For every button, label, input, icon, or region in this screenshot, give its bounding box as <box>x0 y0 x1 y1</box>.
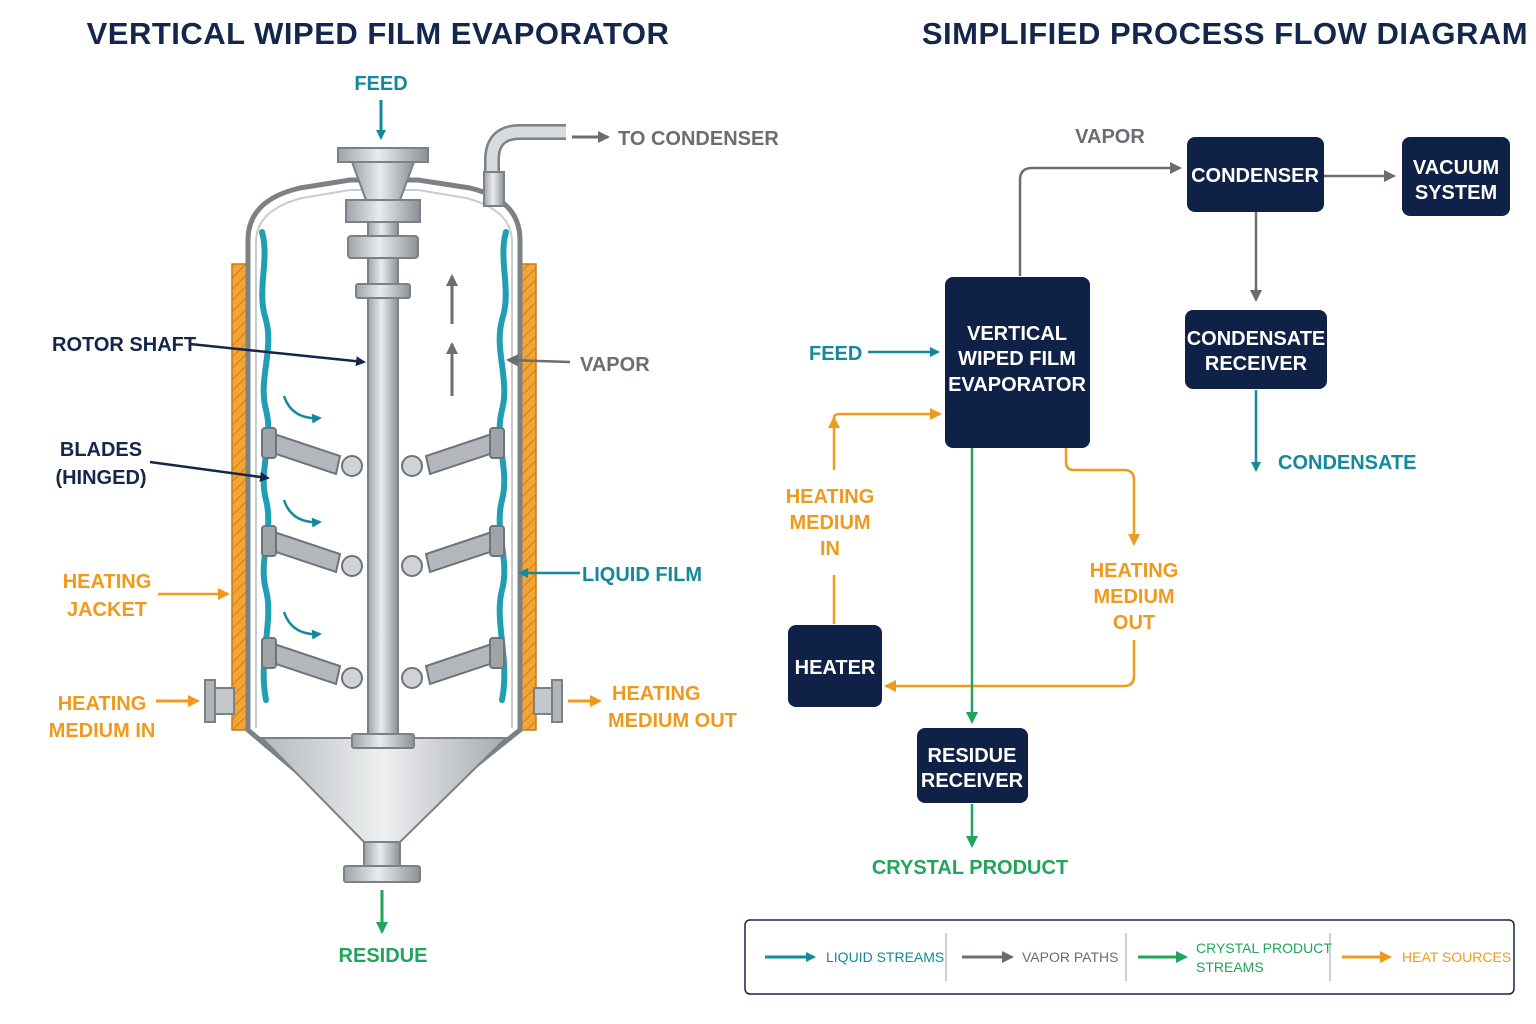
rotor-shaft-label: ROTOR SHAFT <box>52 334 196 356</box>
condenser-box: CONDENSER <box>1187 137 1324 212</box>
vapor-outlet-pipe <box>486 126 566 200</box>
pfd-heating-in-line1: HEATING <box>786 486 875 508</box>
rotor-shaft <box>367 221 399 743</box>
residue-outlet-flange <box>343 865 421 883</box>
top-bearing-housing <box>345 199 421 223</box>
pfd-vapor-label: VAPOR <box>1075 126 1145 148</box>
pfd-heating-out-line3: OUT <box>1113 612 1155 634</box>
rotation-arrow-1-icon <box>282 395 322 424</box>
pfd-heating-out-line2: MEDIUM <box>1093 586 1174 608</box>
pfd-heating-in-line2: MEDIUM <box>789 512 870 534</box>
heating-jacket-label-line2: JACKET <box>67 599 147 621</box>
heating-return-line <box>884 640 1136 692</box>
pfd-feed-label: FEED <box>809 343 862 365</box>
vacuum-box-line1: VACUUM <box>1413 157 1499 179</box>
right-panel-title: SIMPLIFIED PROCESS FLOW DIAGRAM <box>922 16 1528 51</box>
legend-heat-label: HEAT SOURCES <box>1402 949 1511 965</box>
shaft-bottom-collar <box>351 733 415 749</box>
liquid-film-left <box>259 229 272 703</box>
condensate-receiver-line1: CONDENSATE <box>1187 328 1326 350</box>
shaft-coupling-top <box>347 235 419 259</box>
left-panel-title: VERTICAL WIPED FILM EVAPORATOR <box>87 16 670 51</box>
to-condenser-label: TO CONDENSER <box>618 128 779 150</box>
rotation-arrow-2-icon <box>282 499 322 528</box>
blade-row-2 <box>261 525 505 577</box>
heater-box-label: HEATER <box>795 657 876 679</box>
feed-label: FEED <box>354 73 407 95</box>
heating-outlet-flange <box>551 679 563 723</box>
vapor-flow-line <box>1018 162 1182 276</box>
residue-label: RESIDUE <box>339 945 428 967</box>
heating-inlet-nozzle <box>213 687 235 715</box>
evaporator-box: VERTICAL WIPED FILM EVAPORATOR <box>945 277 1090 448</box>
conical-bottom <box>259 737 509 843</box>
blade-row-1 <box>261 427 505 477</box>
legend-crystal-label-line1: CRYSTAL PRODUCT <box>1196 940 1332 956</box>
evaporator-box-line3: EVAPORATOR <box>948 374 1086 396</box>
legend-crystal-label-line2: STREAMS <box>1196 959 1264 975</box>
heating-out-label-line2: MEDIUM OUT <box>608 710 737 732</box>
evaporator-box-line1: VERTICAL <box>967 323 1067 345</box>
evaporator-box-line2: WIPED FILM <box>958 348 1076 370</box>
heater-box: HEATER <box>788 625 882 707</box>
vacuum-system-box: VACUUM SYSTEM <box>1402 137 1510 216</box>
pfd-heating-in-line3: IN <box>820 538 840 560</box>
blade-row-3 <box>261 637 505 689</box>
residue-receiver-line2: RECEIVER <box>921 770 1024 792</box>
rotation-arrow-3-icon <box>282 611 322 640</box>
legend-liquid-label: LIQUID STREAMS <box>826 949 944 965</box>
residue-receiver-box: RESIDUE RECEIVER <box>917 728 1028 803</box>
liquid-film-label: LIQUID FILM <box>582 564 702 586</box>
vacuum-box-line2: SYSTEM <box>1415 182 1497 204</box>
shaft-collar <box>355 283 411 299</box>
legend: LIQUID STREAMS VAPOR PATHS CRYSTAL PRODU… <box>744 919 1515 995</box>
evaporator-illustration <box>204 124 566 883</box>
heating-in-label-line2: MEDIUM IN <box>49 720 156 742</box>
residue-outlet-pipe <box>363 841 401 869</box>
heating-inlet-flange <box>204 679 216 723</box>
vapor-leader <box>506 354 571 367</box>
heating-out-label-line1: HEATING <box>612 683 701 705</box>
blades-label-line1: BLADES <box>60 439 142 461</box>
rotor-shaft-leader <box>189 342 366 367</box>
vapor-outlet-nozzle <box>483 171 505 207</box>
legend-vapor-label: VAPOR PATHS <box>1022 949 1118 965</box>
heating-jacket-label-line1: HEATING <box>63 571 152 593</box>
blades-label-line2: (HINGED) <box>55 467 146 489</box>
heating-out-line <box>1064 448 1140 546</box>
legend-frame <box>744 919 1515 995</box>
heating-in-to-evap-line <box>832 408 942 420</box>
blades-leader <box>149 460 270 482</box>
condenser-box-label: CONDENSER <box>1191 165 1319 187</box>
vapor-label: VAPOR <box>580 354 650 376</box>
feed-flange <box>337 147 429 163</box>
residue-receiver-line1: RESIDUE <box>928 745 1017 767</box>
condensate-receiver-box: CONDENSATE RECEIVER <box>1185 310 1327 389</box>
pfd-heating-out-line1: HEATING <box>1090 560 1179 582</box>
heating-in-label-line1: HEATING <box>58 693 147 715</box>
condensate-receiver-line2: RECEIVER <box>1205 353 1308 375</box>
pfd-crystal-product-label: CRYSTAL PRODUCT <box>872 857 1068 879</box>
pfd-condensate-label: CONDENSATE <box>1278 452 1417 474</box>
liquid-film-right <box>496 229 509 703</box>
